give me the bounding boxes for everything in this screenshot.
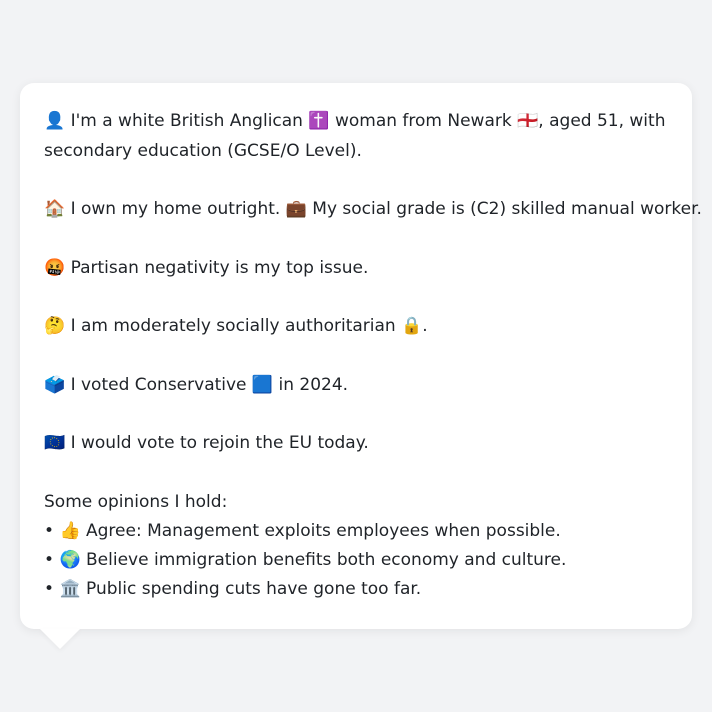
house-icon: 🏠 xyxy=(44,199,66,219)
opinion-item: • 🌍 Believe immigration benefits both ec… xyxy=(44,546,668,575)
person-icon: 👤 xyxy=(44,111,66,131)
blue-square-icon: 🟦 xyxy=(251,374,274,395)
identity-text-middle: woman from Newark xyxy=(334,111,512,131)
thinking-face-icon: 🤔 xyxy=(44,316,66,336)
issue-line: 🤬 Partisan negativity is my top issue. xyxy=(44,254,668,284)
social-text: I am moderately socially authoritarian xyxy=(70,316,396,336)
briefcase-icon: 💼 xyxy=(285,199,307,219)
home-text: I own my home outright. xyxy=(70,199,281,219)
globe-icon: 🌍 xyxy=(59,549,81,570)
opinions-section: Some opinions I hold: • 👍 Agree: Managem… xyxy=(44,488,668,604)
cross-icon: ✝️ xyxy=(308,111,330,131)
ballot-box-icon: 🗳️ xyxy=(44,374,66,395)
issue-text: Partisan negativity is my top issue. xyxy=(70,257,369,278)
thumbs-up-icon: 👍 xyxy=(59,520,81,541)
social-line: 🤔 I am moderately socially authoritarian… xyxy=(44,312,668,342)
social-grade-text: My social grade is (C2) skilled manual w… xyxy=(312,199,702,219)
vote-text-before: I voted Conservative xyxy=(70,374,247,395)
angry-face-icon: 🤬 xyxy=(44,257,66,278)
profile-message-bubble: 👤 I'm a white British Anglican ✝️ woman … xyxy=(20,83,702,629)
vote-line: 🗳️ I voted Conservative 🟦 in 2024. xyxy=(44,371,668,401)
opinion-item: • 👍 Agree: Management exploits employees… xyxy=(44,517,668,546)
identity-text-before: I'm a white British Anglican xyxy=(70,111,303,131)
opinion-text: Believe immigration benefits both econom… xyxy=(86,549,567,570)
identity-line: 👤 I'm a white British Anglican ✝️ woman … xyxy=(44,107,668,166)
home-line: 🏠 I own my home outright. 💼 My social gr… xyxy=(44,195,702,225)
opinion-item: • 🏛️ Public spending cuts have gone too … xyxy=(44,575,668,604)
bullet: • xyxy=(44,549,55,570)
opinion-text: Agree: Management exploits employees whe… xyxy=(86,520,561,541)
bubble-tail xyxy=(40,629,80,649)
vote-text-after: in 2024. xyxy=(278,374,349,395)
eu-text: I would vote to rejoin the EU today. xyxy=(70,433,369,453)
eu-flag-icon: 🇪🇺 xyxy=(44,433,66,453)
classical-building-icon: 🏛️ xyxy=(59,578,81,599)
bullet: • xyxy=(44,520,55,541)
opinions-heading: Some opinions I hold: xyxy=(44,491,228,512)
lock-icon: 🔒 xyxy=(401,316,423,336)
social-suffix: . xyxy=(422,316,428,336)
opinion-text: Public spending cuts have gone too far. xyxy=(86,578,422,599)
bullet: • xyxy=(44,578,55,599)
eu-line: 🇪🇺 I would vote to rejoin the EU today. xyxy=(44,429,668,459)
identity-text-after: , aged 51, with secondary education (GCS… xyxy=(44,111,666,161)
england-flag-icon: 🏴󠁧󠁢󠁥󠁮󠁧󠁿 xyxy=(517,111,539,131)
